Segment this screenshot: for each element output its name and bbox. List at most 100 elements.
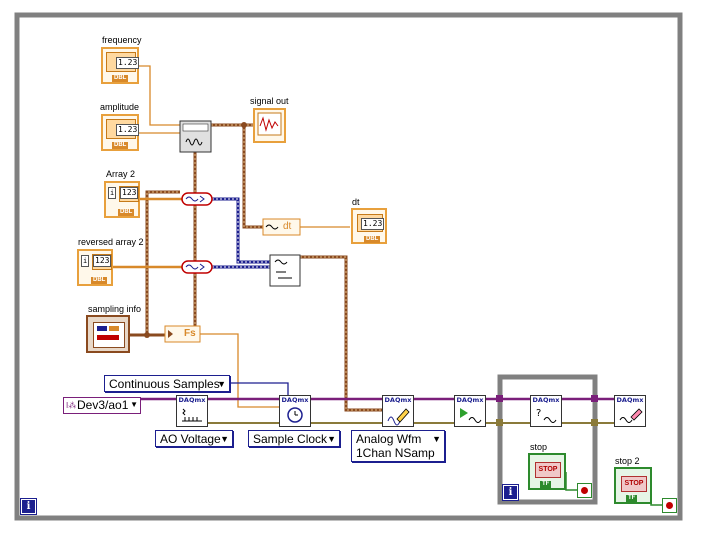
- tunnel-error-out: [591, 419, 598, 426]
- wire-signal-dt-dash: [243, 125, 263, 228]
- daqmx-create-channel[interactable]: DAQmx: [176, 395, 208, 427]
- outer-while-loop[interactable]: [14, 12, 683, 521]
- wire-wfm-1-dash: [212, 198, 270, 263]
- wire-to-write-dash: [300, 256, 382, 411]
- junction-signal: [241, 122, 247, 128]
- amplitude-type: DBL: [112, 142, 129, 149]
- write-type-line2: 1Chan NSamp: [356, 446, 435, 460]
- sine-node-header: [182, 123, 209, 132]
- daqmx-clear-task[interactable]: DAQmx: [614, 395, 646, 427]
- frequency-type: DBL: [112, 75, 129, 82]
- reversed-array2-value: 123: [93, 255, 112, 267]
- amplitude-control[interactable]: 1.23 DBL: [101, 114, 140, 151]
- array2-type: DBL: [118, 209, 135, 216]
- tunnel-error-in: [496, 419, 503, 426]
- array2-control[interactable]: i 123 DBL: [104, 181, 140, 218]
- cluster-icon: [93, 322, 125, 348]
- io-icon: I⁂: [66, 401, 77, 410]
- daqmx-timing[interactable]: DAQmx: [279, 395, 311, 427]
- chevron-down-icon: ▼: [432, 434, 441, 444]
- fs-unbundle-node[interactable]: [164, 325, 201, 343]
- chevron-down-icon: ▼: [130, 400, 138, 409]
- frequency-label: frequency: [102, 35, 142, 45]
- wire-sampling-up-dash: [146, 191, 180, 335]
- daqmx-header: DAQmx: [455, 396, 485, 404]
- append-waveform-node[interactable]: [269, 254, 301, 287]
- sample-mode-ring[interactable]: Continuous Samples ▼: [104, 375, 230, 392]
- waveform-graph-icon: [257, 112, 282, 136]
- sampling-info-control[interactable]: [86, 315, 130, 353]
- reversed-array2-index: i: [81, 255, 90, 267]
- dt-indicator[interactable]: 1.23 DBL: [351, 208, 387, 244]
- wire-stop: [565, 472, 577, 491]
- daqmx-start[interactable]: DAQmx: [454, 395, 486, 427]
- reversed-array2-control[interactable]: i 123 DBL: [77, 249, 113, 286]
- waveform-arrow-icon-2: [185, 263, 205, 271]
- build-waveform-node-1[interactable]: [181, 192, 213, 206]
- reversed-array2-type: DBL: [91, 277, 108, 284]
- stop-button[interactable]: STOP: [535, 462, 561, 478]
- dt-type: DBL: [364, 236, 381, 243]
- sample-clock-ring[interactable]: Sample Clock ▼: [248, 430, 340, 447]
- array2-index: i: [108, 187, 117, 199]
- daqmx-header: DAQmx: [280, 396, 310, 404]
- sample-clock-value: Sample Clock: [253, 432, 328, 446]
- wire-continuous: [230, 382, 289, 400]
- stop-label: stop: [530, 442, 548, 452]
- daqmx-write[interactable]: DAQmx: [382, 395, 414, 427]
- wire-wfm-1: [212, 197, 270, 264]
- stop-button-terminal[interactable]: STOP TF: [528, 453, 566, 490]
- fs-node-label: Fs: [184, 328, 196, 339]
- sine-icon: [185, 138, 203, 146]
- stop2-label: stop 2: [615, 456, 640, 466]
- array2-value: 123: [120, 187, 139, 199]
- task-done-icon: ?: [536, 408, 557, 423]
- daqmx-header: DAQmx: [615, 396, 645, 404]
- write-type-line1: Analog Wfm: [356, 432, 422, 446]
- waveform-arrow-icon: [185, 195, 205, 203]
- tunnel-task-out: [591, 395, 598, 402]
- chevron-down-icon: ▼: [327, 434, 336, 444]
- amplitude-label: amplitude: [100, 102, 140, 112]
- outer-loop-iteration-icon: i: [21, 499, 36, 514]
- daqmx-is-task-done[interactable]: DAQmx ?: [530, 395, 562, 427]
- clock-icon: [287, 407, 303, 423]
- sample-mode-value: Continuous Samples: [109, 377, 220, 391]
- start-play-icon: [460, 408, 482, 423]
- dt-label: dt: [352, 197, 360, 207]
- chevron-down-icon: ▼: [217, 379, 226, 389]
- wire-frequency: [139, 65, 180, 126]
- dt-value: 1.23: [361, 218, 385, 230]
- wire-sampling-up: [145, 190, 180, 335]
- frequency-value: 1.23: [116, 57, 140, 69]
- dt-node-label: dt: [283, 221, 292, 232]
- stop2-button-terminal[interactable]: STOP TF: [614, 467, 652, 504]
- build-waveform-node-2[interactable]: [181, 260, 213, 274]
- wire-stop2: [650, 485, 662, 506]
- svg-text:?: ?: [536, 408, 541, 419]
- junction-sampling: [144, 332, 150, 338]
- physical-channel-constant[interactable]: I⁂ Dev3/ao1 ▼: [63, 397, 141, 414]
- stop-type: TF: [540, 481, 552, 488]
- frequency-control[interactable]: 1.23 DBL: [101, 47, 140, 84]
- unbundle-arrow-icon: [168, 330, 173, 338]
- amplitude-value: 1.23: [116, 124, 140, 136]
- inner-while-loop[interactable]: [497, 374, 598, 505]
- signal-out-indicator[interactable]: [253, 108, 286, 143]
- daqmx-header: DAQmx: [383, 396, 413, 404]
- wire-to-write: [300, 255, 382, 412]
- get-dt-wave-icon: [265, 224, 279, 230]
- get-dt-node[interactable]: [262, 218, 301, 236]
- write-type-ring[interactable]: Analog Wfm 1Chan NSamp ▼: [351, 430, 445, 462]
- stop-condition-icon[interactable]: [577, 483, 592, 498]
- sampling-info-label: sampling info: [88, 304, 142, 314]
- stop2-condition-icon[interactable]: [662, 498, 677, 513]
- ao-voltage-ring[interactable]: AO Voltage ▼: [155, 430, 233, 447]
- daqmx-header: DAQmx: [177, 396, 207, 404]
- chevron-down-icon: ▼: [220, 434, 229, 444]
- write-pencil-icon: [387, 408, 410, 426]
- append-waveform-icon: [274, 259, 292, 279]
- reversed-array2-label: reversed array 2: [78, 237, 144, 247]
- stop2-button[interactable]: STOP: [621, 476, 647, 492]
